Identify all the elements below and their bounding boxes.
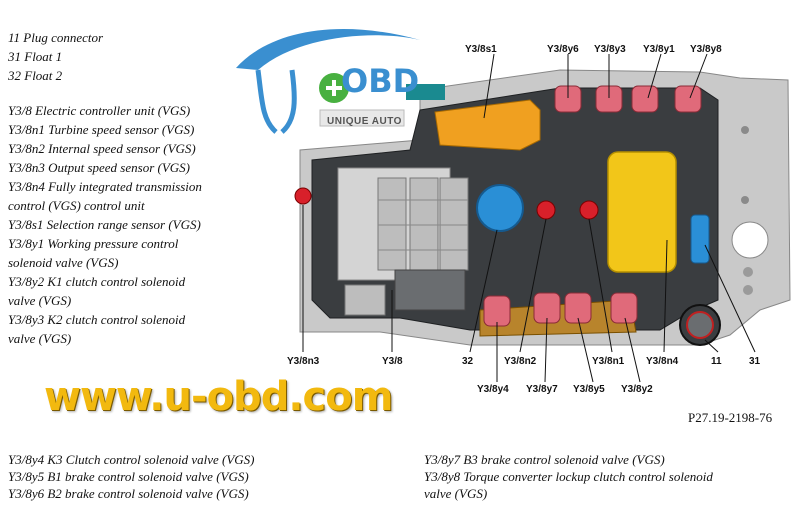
label-y3-8y6: Y3/8y6 (547, 44, 579, 55)
bottom-solenoid-row (479, 292, 638, 337)
legend-item: 31 Float 1 (8, 49, 63, 64)
label-y3-8n3: Y3/8n3 (287, 356, 320, 367)
label-y3-8n2: Y3/8n2 (504, 356, 537, 367)
label-32: 32 (462, 356, 474, 367)
legend-item: Y3/8y4 K3 Clutch control solenoid valve … (8, 452, 255, 467)
float-2-sensor (476, 184, 524, 232)
label-y3-8n4: Y3/8n4 (646, 356, 679, 367)
label-y3-8s1: Y3/8s1 (465, 44, 497, 55)
label-y3-8y2: Y3/8y2 (621, 384, 653, 395)
selection-range-sensor (434, 99, 541, 151)
legend-item: Y3/8n3 Output speed sensor (VGS) (8, 160, 190, 175)
legend-item: Y3/8n1 Turbine speed sensor (VGS) (8, 122, 195, 137)
legend-item: 32 Float 2 (8, 68, 63, 83)
label-y3-8y8: Y3/8y8 (690, 44, 722, 55)
label-y3-8n1: Y3/8n1 (592, 356, 625, 367)
legend-gap (8, 85, 202, 101)
plug-connector-pins (686, 311, 714, 339)
legend-item: Y3/8s1 Selection range sensor (VGS) (8, 217, 201, 232)
obd-logo-graphic (236, 29, 445, 134)
label-y3-8y4: Y3/8y4 (477, 384, 509, 395)
legend-bottom-left: Y3/8y4 K3 Clutch control solenoid valve … (8, 451, 254, 502)
legend-item: valve (VGS) (424, 486, 488, 501)
label-11: 11 (711, 356, 722, 367)
control-unit-module (607, 151, 677, 273)
legend-item: control (VGS) control unit (8, 198, 145, 213)
float-1 (690, 214, 710, 264)
logo-subtitle: UNIQUE AUTO (327, 116, 402, 127)
legend-item: Y3/8 Electric controller unit (VGS) (8, 103, 191, 118)
legend-item: Y3/8y1 Working pressure control (8, 236, 179, 251)
legend-item: Y3/8y3 K2 clutch control solenoid (8, 312, 186, 327)
watermark-url: www.u-obd.com (44, 374, 393, 420)
label-31: 31 (749, 356, 761, 367)
legend-item: Y3/8n4 Fully integrated transmission (8, 179, 202, 194)
legend-item: 11 Plug connector (8, 30, 104, 45)
valve-spool-block (337, 167, 469, 316)
label-y3-8y1: Y3/8y1 (643, 44, 675, 55)
leader-lines (302, 53, 756, 383)
figure-id: P27.19-2198-76 (688, 410, 773, 425)
legend-item: Y3/8y2 K1 clutch control solenoid (8, 274, 186, 289)
legend-item: solenoid valve (VGS) (8, 255, 119, 270)
logo-text: OBD (341, 62, 420, 100)
label-y3-8y5: Y3/8y5 (573, 384, 605, 395)
internal-speed-sensor (536, 200, 556, 220)
legend-top: 11 Plug connector 31 Float 1 32 Float 2 … (8, 28, 202, 348)
output-speed-sensor (294, 187, 312, 205)
top-solenoid-row (554, 85, 702, 113)
turbine-speed-sensor (579, 200, 599, 220)
legend-item: Y3/8y7 B3 brake control solenoid valve (… (424, 452, 665, 467)
legend-item: Y3/8y8 Torque converter lockup clutch co… (424, 469, 713, 484)
legend-item: Y3/8n2 Internal speed sensor (VGS) (8, 141, 196, 156)
legend-bottom-right: Y3/8y7 B3 brake control solenoid valve (… (424, 451, 713, 502)
legend-item: valve (VGS) (8, 331, 72, 346)
legend-item: Y3/8y5 B1 brake control solenoid valve (… (8, 469, 249, 484)
label-y3-8: Y3/8 (382, 356, 403, 367)
label-y3-8y3: Y3/8y3 (594, 44, 626, 55)
label-y3-8y7: Y3/8y7 (526, 384, 558, 395)
legend-item: Y3/8y6 B2 brake control solenoid valve (… (8, 486, 249, 501)
legend-item: valve (VGS) (8, 293, 72, 308)
